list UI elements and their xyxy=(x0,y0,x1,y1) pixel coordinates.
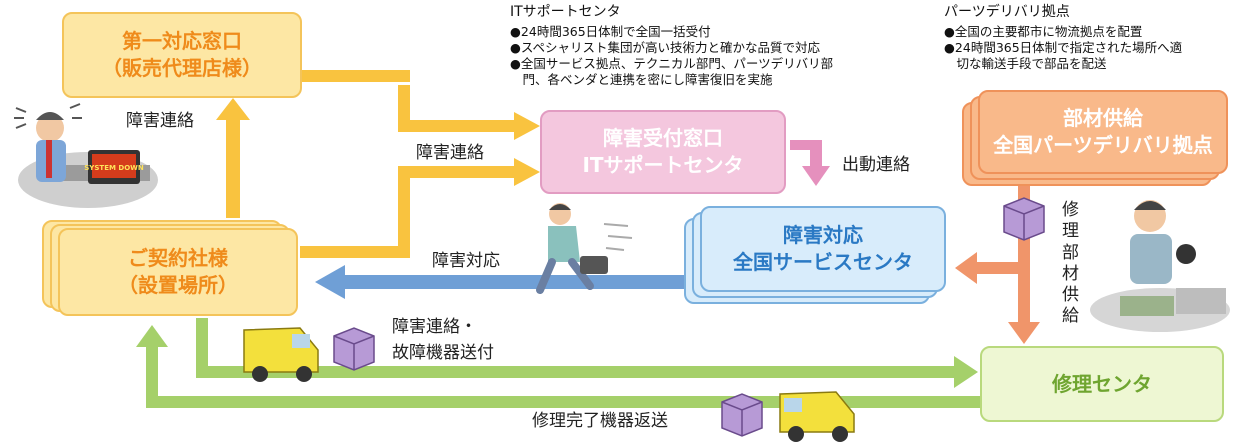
service-center-line1: 障害対応 xyxy=(783,223,863,247)
note-parts-delivery-item: ●24時間365日体制で指定された場所へ適 xyxy=(944,39,1183,55)
customer-box: ご契約社様 （設置場所） xyxy=(58,228,298,316)
repair-engineer-illustration xyxy=(1090,200,1230,332)
repair-center-line1: 修理センタ xyxy=(1052,371,1152,396)
reception-box: 障害受付窓口 ITサポートセンタ xyxy=(540,110,786,194)
arrow-response xyxy=(315,265,685,299)
label-response: 障害対応 xyxy=(432,251,500,271)
parcel-supply-icon xyxy=(1003,197,1045,241)
customer-line2: （設置場所） xyxy=(118,273,238,297)
service-center-box: 障害対応 全国サービスセンタ xyxy=(700,206,946,292)
note-it-support-item: ●全国サービス拠点、テクニカル部門、パーツデリバリ部 xyxy=(510,55,834,71)
note-parts-delivery-item: 切な輸送手段で部品を配送 xyxy=(944,55,1107,71)
arrow-first-contact-to-reception xyxy=(300,70,540,140)
arrow-customer-to-first-contact xyxy=(216,98,250,218)
first-contact-box: 第一対応窓口 （販売代理店様） xyxy=(62,12,302,98)
note-it-support-item: 門、各ベンダと連携を密にし障害復旧を実施 xyxy=(510,71,773,87)
label-report-up: 障害連絡 xyxy=(126,111,194,131)
parts-line2: 全国パーツデリバリ拠点 xyxy=(993,133,1213,157)
note-parts-delivery-title: パーツデリバリ拠点 xyxy=(944,4,1070,20)
arrow-send-to-repair xyxy=(196,318,978,388)
label-dispatch: 出動連絡 xyxy=(842,155,910,175)
label-report-mid: 障害連絡 xyxy=(416,143,484,163)
note-it-support-item: ●スペシャリスト集団が高い技術力と確かな品質で対応 xyxy=(510,39,821,55)
parcel-return-icon xyxy=(721,393,763,437)
service-center-line2: 全国サービスセンタ xyxy=(733,250,913,274)
note-it-support-item: ●24時間365日体制で全国一括受付 xyxy=(510,23,711,39)
arrow-dispatch xyxy=(790,140,830,186)
customer-line1: ご契約社様 xyxy=(128,246,228,270)
engineer-running-illustration xyxy=(536,203,633,294)
parts-box: 部材供給 全国パーツデリバリ拠点 xyxy=(978,90,1228,174)
note-parts-delivery: パーツデリバリ拠点 ●全国の主要都市に物流拠点を配置 ●24時間365日体制で指… xyxy=(944,4,1244,72)
parcel-send-icon xyxy=(333,327,375,371)
repair-center-box: 修理センタ xyxy=(980,346,1224,422)
screen-text: SYSTEM DOWN xyxy=(84,164,144,172)
parts-line1: 部材供給 xyxy=(1063,106,1143,130)
note-parts-delivery-item: ●全国の主要都市に物流拠点を配置 xyxy=(944,23,1143,39)
reception-line2: ITサポートセンタ xyxy=(582,153,744,177)
arrow-return-to-customer xyxy=(136,325,980,408)
note-it-support: ITサポートセンタ ●24時間365日体制で全国一括受付 ●スペシャリスト集団が… xyxy=(510,4,930,88)
label-supply: 修理部材供給 xyxy=(1062,200,1079,327)
first-contact-line2: （販売代理店様） xyxy=(102,56,262,80)
label-return: 修理完了機器返送 xyxy=(532,411,668,431)
label-send-line1: 障害連絡・ xyxy=(392,317,477,337)
arrow-customer-to-reception xyxy=(300,158,540,258)
label-send-line2: 故障機器送付 xyxy=(392,343,494,363)
reception-line1: 障害受付窓口 xyxy=(603,126,723,150)
note-it-support-title: ITサポートセンタ xyxy=(510,4,621,20)
van-return-icon xyxy=(779,391,855,442)
first-contact-line1: 第一対応窓口 xyxy=(122,29,242,53)
van-send-icon xyxy=(243,327,319,382)
operator-illustration: SYSTEM DOWN xyxy=(14,103,158,208)
